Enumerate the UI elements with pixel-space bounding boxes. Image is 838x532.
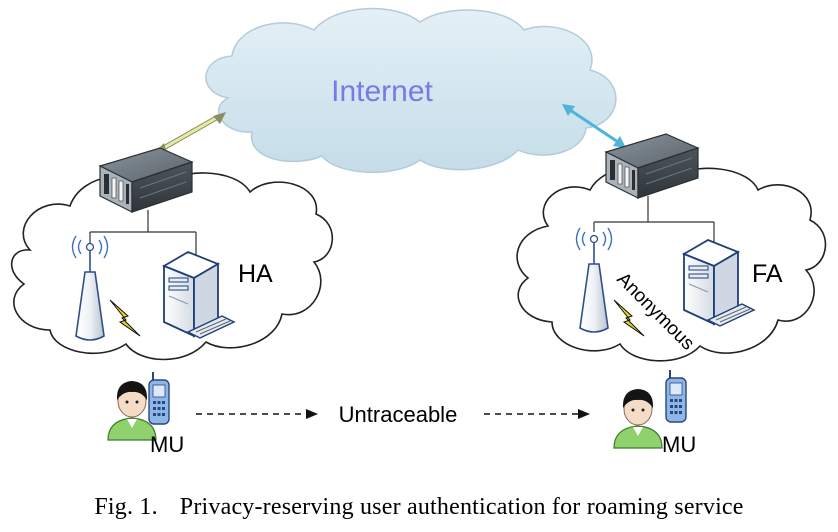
figure-caption: Fig. 1. Privacy-reserving user authentica… (0, 494, 838, 521)
foreign-lan-wiring (593, 196, 715, 244)
home-uplink-arrow (152, 112, 226, 155)
figure-caption-text: Privacy-reserving user authentication fo… (179, 494, 744, 520)
foreign-phone-icon (665, 369, 687, 423)
foreign-uplink-arrow (562, 104, 626, 148)
internet-label: Internet (331, 75, 433, 108)
movement-arrow-left (196, 409, 318, 419)
movement-arrow-right (484, 409, 590, 419)
home-lan-wiring (89, 210, 197, 256)
figure-number: Fig. 1. (94, 494, 158, 520)
internet-cloud (205, 7, 617, 174)
home-mobile-user-label: MU (150, 432, 184, 457)
foreign-user-avatar (613, 388, 663, 449)
foreign-mobile-user-label: MU (662, 432, 696, 457)
foreign-agent-label: FA (752, 260, 783, 288)
home-agent-label: HA (238, 260, 273, 288)
home-phone-icon (148, 371, 170, 425)
untraceable-label: Untraceable (339, 402, 458, 427)
